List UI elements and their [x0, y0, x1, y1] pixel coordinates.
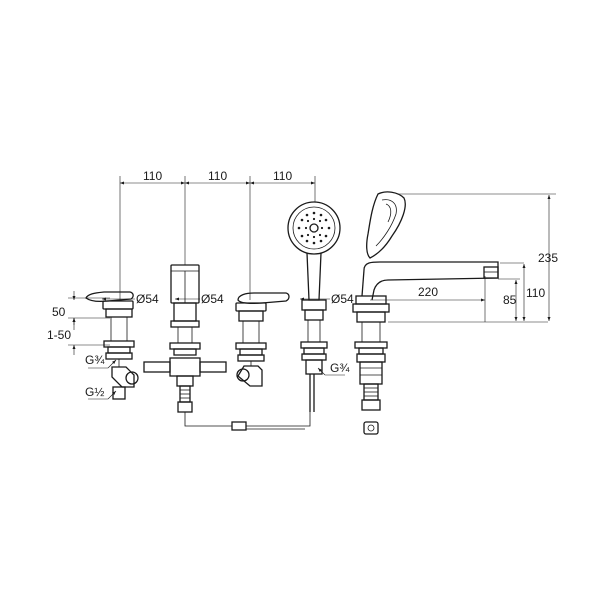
thread-g34-shower-label: G¾ [330, 361, 350, 375]
spout-reach-label: 220 [418, 285, 438, 299]
shower-hose [184, 412, 311, 431]
spout-85-label: 85 [503, 293, 517, 307]
spacing-label-2: 110 [208, 169, 227, 183]
dimension-labels: 110 110 110 Ø54 Ø54 Ø54 50 1-50 G¾ G½ G¾… [47, 169, 558, 399]
bath-spout [352, 191, 499, 435]
diameter-label-2: Ø54 [201, 292, 224, 306]
deck-thickness-label: 1-50 [47, 328, 71, 342]
diameter-label-3: Ø54 [331, 292, 354, 306]
thread-g34-left-label: G¾ [85, 353, 105, 367]
hand-shower [287, 201, 341, 412]
mixer-lever-right [235, 292, 290, 387]
mixer-lever-left [85, 291, 139, 400]
diverter-valve [143, 264, 227, 413]
thread-g12-left-label: G½ [85, 385, 104, 399]
spout-110-label: 110 [526, 286, 545, 300]
total-height-label: 235 [538, 251, 558, 265]
height-50-label: 50 [52, 305, 66, 319]
spacing-label-1: 110 [143, 169, 162, 183]
dimension-lines [68, 176, 556, 400]
shower-nozzle-dots [297, 211, 331, 245]
spacing-label-3: 110 [273, 169, 292, 183]
diameter-label-1: Ø54 [136, 292, 159, 306]
